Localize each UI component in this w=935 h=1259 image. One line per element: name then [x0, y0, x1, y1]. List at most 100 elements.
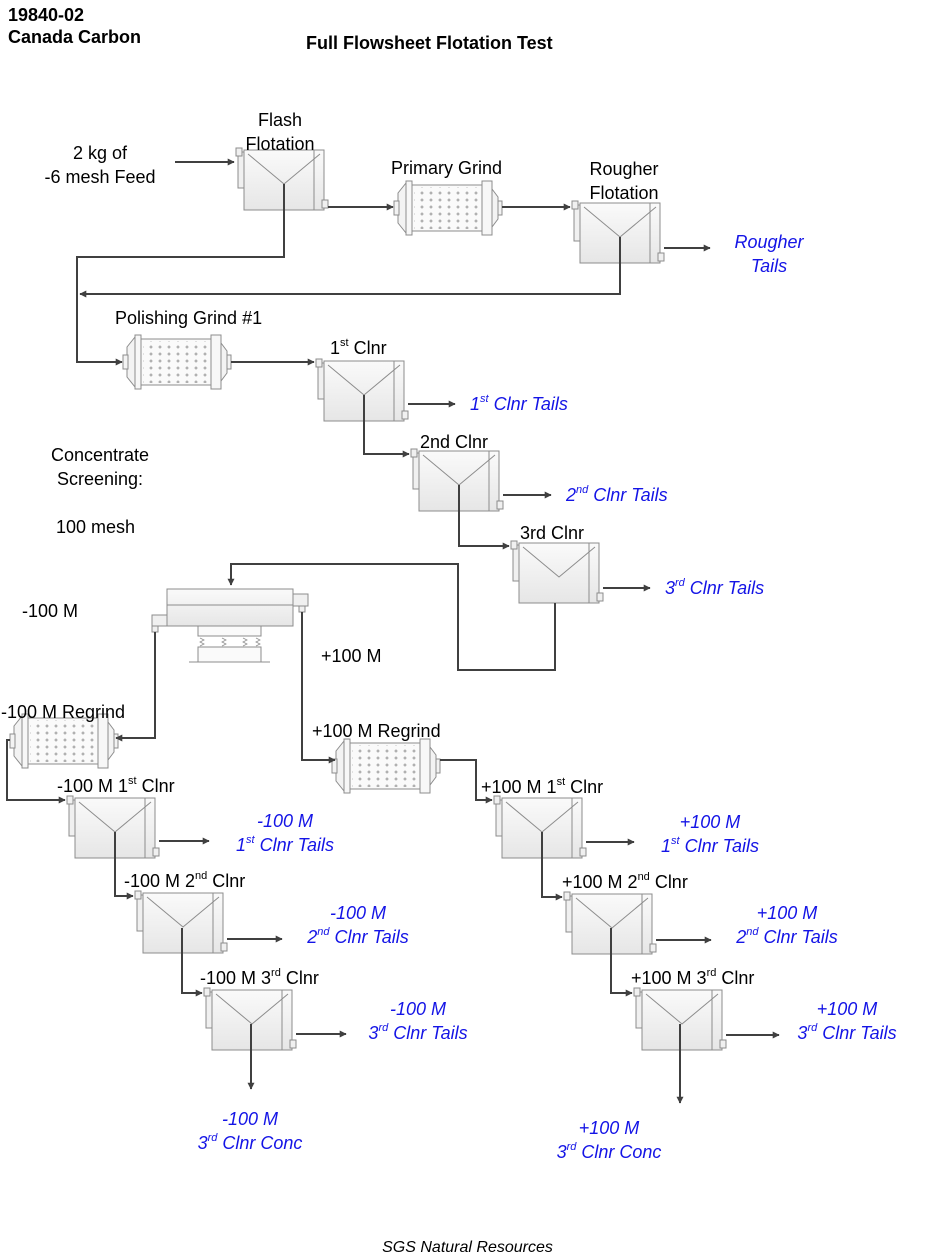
label-text: Clnr — [565, 777, 604, 797]
output-line1: -100 M — [256, 811, 314, 831]
label-ordinal: st — [556, 776, 566, 788]
output-text: 1 — [236, 835, 247, 855]
label-text: +100 M 3 — [631, 968, 707, 988]
output-line2: 1st Clnr Tails — [210, 833, 360, 857]
label-text: -100 M 3 — [200, 968, 272, 988]
plus-100-regrind-mill — [331, 738, 441, 794]
client-name: Canada Carbon — [8, 27, 142, 47]
output-ordinal: nd — [746, 926, 759, 938]
output-line1: Rougher — [734, 232, 804, 252]
screening-note-line2: Screening: — [56, 469, 144, 489]
third-cleaner-tails-output: 3rd Clnr Tails — [665, 576, 764, 600]
output-text: Clnr Tails — [684, 578, 765, 598]
screening-mesh: 100 mesh — [56, 517, 136, 537]
label-text: -100 M 1 — [57, 776, 129, 796]
flash-label-line2: Flotation — [245, 134, 315, 154]
label-text: Clnr — [716, 968, 755, 988]
minus-100-third-cleaner-tails-output: -100 M 3rd Clnr Tails — [343, 997, 493, 1045]
output-line2: 3rd Clnr Conc — [534, 1140, 684, 1164]
stream-m-regrind-to-m-cl1 — [6, 739, 66, 804]
second-cleaner-label: 2nd Clnr — [420, 432, 489, 452]
stream-p-cl2-to-p-cl3 — [610, 928, 633, 997]
label-ordinal: st — [340, 337, 349, 349]
vibrating-screen — [151, 588, 309, 663]
label-text: Clnr — [348, 338, 387, 358]
flash-flotation-label: Flash Flotation — [230, 108, 330, 156]
minus-100-first-cleaner-cell — [66, 795, 160, 859]
plus-100-second-cleaner-label: +100 M 2nd Clnr — [562, 870, 688, 894]
second-cleaner-cell — [410, 448, 504, 512]
output-text: 3 — [665, 578, 676, 598]
plus-100-first-cleaner-cell — [493, 795, 587, 859]
stream-p-regrind-to-p-cl1 — [440, 759, 493, 804]
third-cleaner-label: 3rd Clnr — [520, 523, 585, 543]
output-ordinal: rd — [675, 577, 685, 589]
label-text: Clnr — [136, 776, 175, 796]
output-line2: 3rd Clnr Conc — [175, 1131, 325, 1155]
minus-100-second-cleaner-label: -100 M 2nd Clnr — [124, 869, 245, 893]
stream-m-cl1-to-m-cl2 — [114, 832, 134, 900]
label-text: Clnr — [280, 968, 319, 988]
output-text: 2 — [736, 927, 747, 947]
project-id: 19840-02 — [8, 5, 85, 25]
oversize-label: +100 M — [321, 646, 382, 666]
third-cleaner-cell — [510, 540, 604, 604]
label-ordinal: nd — [195, 870, 208, 882]
stream-screen-oversize — [301, 612, 336, 764]
rougher-flotation-label: Rougher Flotation — [574, 157, 674, 205]
feed-label-line1: 2 kg of — [72, 143, 128, 163]
label-text: +100 M 2 — [562, 872, 638, 892]
output-line2: 3rd Clnr Tails — [343, 1021, 493, 1045]
label-text: 1 — [330, 338, 341, 358]
output-text: Clnr Tails — [254, 835, 334, 855]
output-line2: Tails — [750, 256, 788, 276]
polishing-grind-mill — [122, 334, 232, 390]
output-ordinal: rd — [807, 1022, 818, 1034]
rougher-flotation-cell — [571, 200, 665, 264]
label-ordinal: nd — [637, 871, 650, 883]
first-cleaner-cell — [315, 358, 409, 422]
primary-grind-mill — [393, 180, 503, 236]
feed-label-line2: -6 mesh Feed — [44, 167, 156, 187]
plus-100-first-cleaner-label: +100 M 1st Clnr — [481, 775, 603, 799]
flash-label-line1: Flash — [257, 110, 302, 130]
rougher-label-line2: Flotation — [589, 183, 659, 203]
plus-100-first-cleaner-tails-output: +100 M 1st Clnr Tails — [635, 810, 785, 858]
output-line1: +100 M — [578, 1118, 640, 1138]
output-ordinal: st — [480, 393, 489, 405]
output-ordinal: st — [671, 835, 680, 847]
diagram-title: Full Flowsheet Flotation Test — [306, 33, 553, 53]
minus-100-second-cleaner-tails-output: -100 M 2nd Clnr Tails — [283, 901, 433, 949]
minus-100-first-cleaner-label: -100 M 1st Clnr — [57, 774, 175, 798]
output-text: Clnr Tails — [588, 485, 668, 505]
second-cleaner-tails-output: 2nd Clnr Tails — [566, 483, 668, 507]
output-text: Clnr Conc — [217, 1133, 303, 1153]
polishing-grind-label: Polishing Grind #1 — [115, 308, 263, 328]
stream-flash-conc — [76, 184, 285, 366]
screening-note-line1: Concentrate — [50, 445, 150, 465]
minus-100-third-cleaner-label: -100 M 3rd Clnr — [200, 966, 319, 990]
footer-credit: SGS Natural Resources — [382, 1239, 553, 1256]
minus-100-concentrate-output: -100 M 3rd Clnr Conc — [175, 1107, 325, 1155]
output-text: 3 — [797, 1023, 808, 1043]
label-text: +100 M 1 — [481, 777, 557, 797]
output-line1: -100 M — [389, 999, 447, 1019]
label-ordinal: st — [128, 775, 137, 787]
output-line2: 2nd Clnr Tails — [712, 925, 862, 949]
screening-note: Concentrate Screening: — [30, 443, 170, 491]
output-text: Clnr Tails — [817, 1023, 897, 1043]
plus-100-concentrate-output: +100 M 3rd Clnr Conc — [534, 1116, 684, 1164]
output-line1: -100 M — [329, 903, 387, 923]
output-ordinal: nd — [576, 484, 589, 496]
output-text: Clnr Tails — [388, 1023, 468, 1043]
first-cleaner-label: 1st Clnr — [330, 336, 387, 360]
stream-cl2-to-cl3 — [458, 485, 510, 550]
output-text: 1 — [470, 394, 481, 414]
label-text: Clnr — [649, 872, 688, 892]
output-text: 3 — [197, 1133, 208, 1153]
primary-grind-label: Primary Grind — [391, 158, 503, 178]
output-text: 2 — [307, 927, 318, 947]
plus-100-second-cleaner-tails-output: +100 M 2nd Clnr Tails — [712, 901, 862, 949]
output-text: Clnr Tails — [488, 394, 568, 414]
